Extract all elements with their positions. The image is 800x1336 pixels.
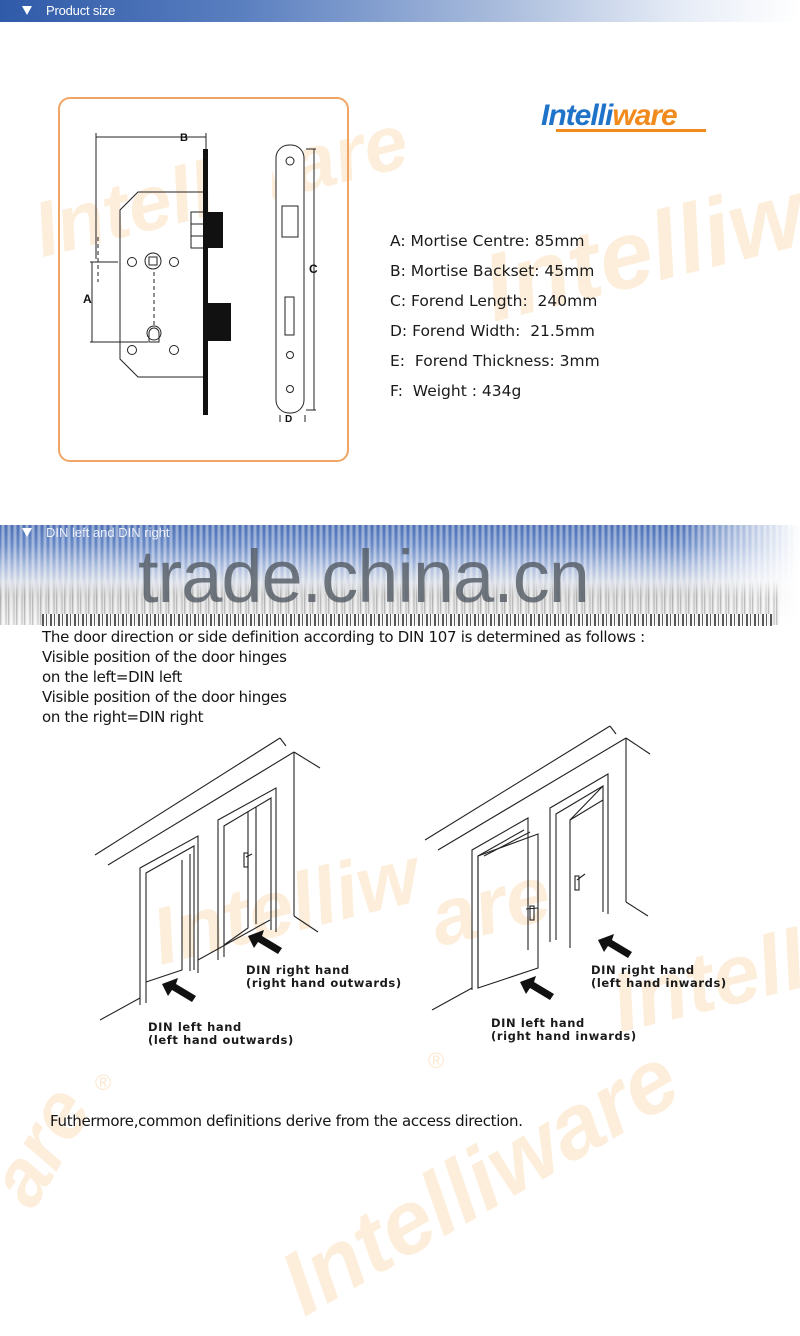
spec-mortise-backset: B: Mortise Backset: 45mm — [390, 262, 595, 280]
collapse-triangle-icon — [22, 6, 32, 15]
caption-din-right-outwards: DIN right hand (right hand outwards) — [246, 963, 402, 990]
caption-din-left-inwards: DIN left hand (right hand inwards) — [491, 1016, 637, 1043]
svg-text:B: B — [180, 132, 188, 144]
mortise-lock-diagram: B A C D — [83, 132, 318, 425]
logo-text-orange: ware — [612, 99, 677, 132]
obscured-text-line — [42, 614, 772, 626]
logo-text-blue: In — [541, 99, 567, 132]
watermark-site: trade.china.cn — [138, 535, 590, 618]
spec-mortise-centre: A: Mortise Centre: 85mm — [390, 232, 585, 250]
din-text-line: The door direction or side definition ac… — [42, 628, 645, 646]
caption-din-right-inwards: DIN right hand (left hand inwards) — [591, 963, 727, 990]
lock-diagram-frame — [58, 97, 349, 462]
section-header-product-size: Product size — [0, 0, 800, 22]
section-title: DIN left and DIN right — [46, 525, 170, 540]
watermark-registered: ® — [428, 1048, 445, 1073]
logo-text-blue: telli — [565, 99, 614, 132]
footer-note: Futhermore,common definitions derive fro… — [50, 1112, 523, 1130]
svg-text:D: D — [285, 414, 292, 425]
caption-din-left-outwards: DIN left hand (left hand outwards) — [148, 1020, 294, 1047]
spec-forend-width: D: Forend Width: 21.5mm — [390, 322, 595, 340]
watermark-brand: are — [0, 1071, 109, 1221]
brand-logo: Intelliware — [541, 99, 678, 137]
spec-forend-length: C: Forend Length: 240mm — [390, 292, 598, 310]
door-illustration-inwards — [424, 725, 651, 1011]
door-illustration-outwards — [94, 737, 321, 1021]
din-text-line: Visible position of the door hinges — [42, 688, 287, 706]
din-text-line: on the left=DIN left — [42, 668, 182, 686]
svg-text:C: C — [309, 262, 318, 276]
watermark-registered: ® — [95, 1070, 112, 1095]
collapse-triangle-icon — [22, 528, 32, 537]
watermark-brand: Intelliware — [264, 1027, 696, 1335]
spec-list: A: Mortise Centre: 85mm B: Mortise Backs… — [390, 226, 600, 406]
din-definition-text: The door direction or side definition ac… — [42, 627, 645, 727]
section-title: Product size — [46, 3, 116, 18]
spec-weight: F: Weight : 434g — [390, 382, 522, 400]
logo-underline — [556, 129, 706, 132]
din-text-line: Visible position of the door hinges — [42, 648, 287, 666]
din-text-line: on the right=DIN right — [42, 708, 204, 726]
svg-text:A: A — [83, 292, 92, 306]
spec-forend-thickness: E: Forend Thickness: 3mm — [390, 352, 600, 370]
